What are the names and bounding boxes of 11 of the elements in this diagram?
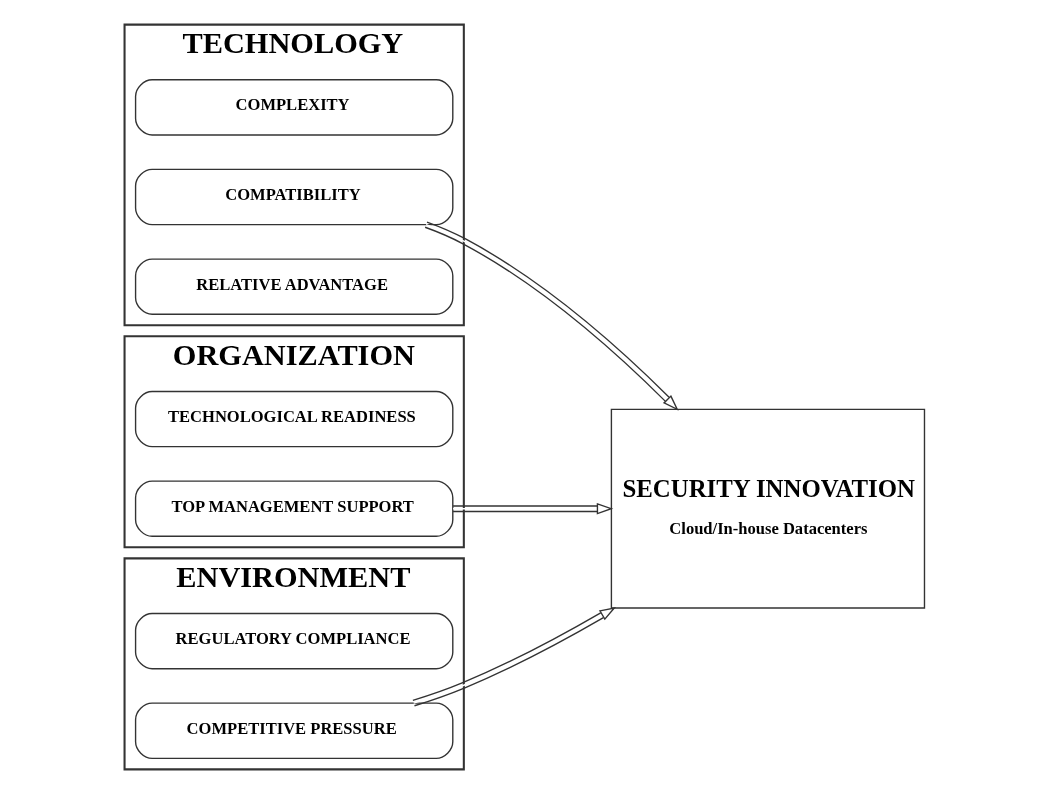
node-box: COMPLEXITY — [134, 79, 453, 136]
node-box: COMPATIBILITY — [134, 168, 453, 226]
arrow — [423, 221, 679, 411]
node-box: REGULATORY COMPLIANCE — [134, 612, 453, 670]
node-box: RELATIVE ADVANTAGE — [134, 258, 453, 315]
node-box: COMPETITIVE PRESSURE — [134, 702, 453, 760]
node-box: TECHNOLOGICAL READINESS — [134, 390, 453, 448]
arrow — [451, 502, 613, 515]
arrow — [411, 606, 616, 707]
node-box: TOP MANAGEMENT SUPPORT — [134, 480, 453, 537]
node-box: SECURITY INNOVATION Cloud/In-house Datacenters — [610, 408, 925, 609]
